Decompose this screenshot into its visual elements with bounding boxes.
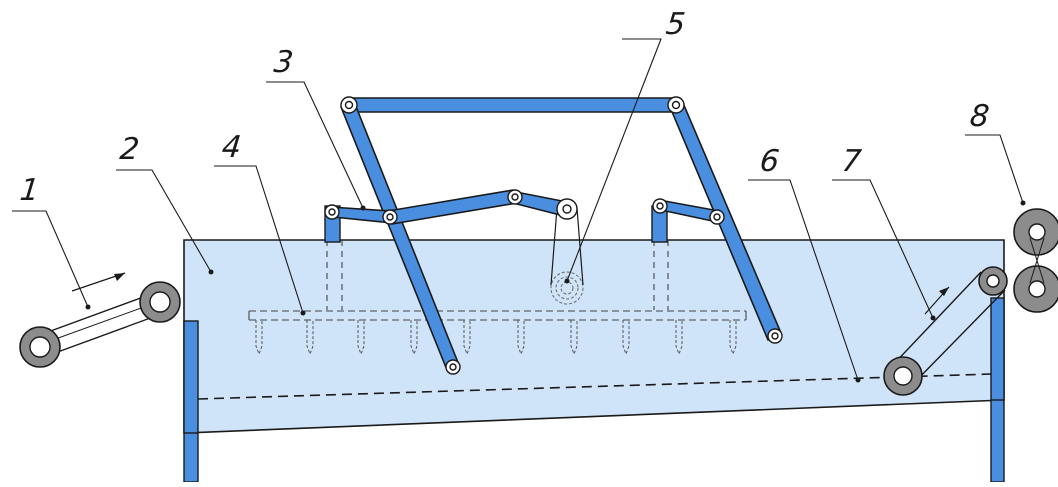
- callout-8: 8: [968, 99, 991, 134]
- crank-belt: [550, 207, 558, 286]
- leader-lines: [12, 38, 1024, 381]
- tank-leg-right: [990, 297, 1005, 483]
- discharge-conveyor: [883, 266, 1008, 396]
- callout-3: 3: [272, 45, 295, 80]
- feed-conveyor: [19, 272, 181, 368]
- rake-tines: [255, 320, 737, 356]
- callout-4: 4: [220, 130, 243, 165]
- callout-1: 1: [18, 173, 41, 208]
- callout-7: 7: [840, 144, 863, 179]
- linkage-pivots: [324, 96, 783, 375]
- callout-2: 2: [118, 132, 141, 167]
- leader-dots: [85, 200, 1026, 383]
- linkage-mechanism: [329, 97, 782, 371]
- tank-leg-left: [183, 320, 199, 483]
- squeeze-rollers: [1013, 208, 1058, 313]
- callout-6: 6: [758, 144, 781, 179]
- callout-5: 5: [664, 7, 687, 42]
